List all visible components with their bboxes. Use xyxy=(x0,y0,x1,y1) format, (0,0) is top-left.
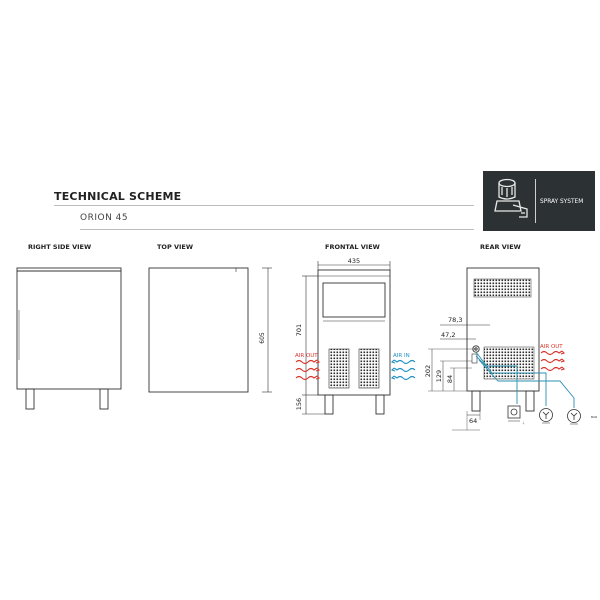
dim-width: 435 xyxy=(348,257,360,265)
ice-machine-spray-icon xyxy=(494,178,528,218)
label-top-view: TOP VIEW xyxy=(157,243,194,251)
connection-symbols xyxy=(507,405,581,425)
label-right-side-view: RIGHT SIDE VIEW xyxy=(28,243,92,251)
dim-rear-78: 78,3 xyxy=(448,316,462,324)
dim-rear-202: 202 xyxy=(424,365,432,377)
rear-top-grille xyxy=(473,278,532,298)
rear-body xyxy=(466,267,540,392)
front-body xyxy=(317,269,391,396)
side-leg-right xyxy=(99,388,109,410)
leader-electric xyxy=(475,355,518,404)
front-leg-right xyxy=(375,394,385,415)
connection-tiny-label: BAR xyxy=(591,415,597,419)
dim-rear-84: 84 xyxy=(446,375,454,383)
label-rear-view: REAR VIEW xyxy=(480,243,521,251)
drain-icon-glyph xyxy=(570,412,578,420)
dim-rear-129: 129 xyxy=(435,370,443,382)
air-out-arrows-front xyxy=(295,359,321,381)
air-out-label-rear: AIR OUT xyxy=(540,344,563,350)
frontal-view xyxy=(302,261,391,415)
dim-body-height: 701 xyxy=(295,324,303,336)
air-out-arrows-rear xyxy=(540,350,566,372)
page-title: TECHNICAL SCHEME xyxy=(54,190,182,203)
model-underline xyxy=(80,229,474,230)
front-leg-left xyxy=(324,394,334,415)
electric-socket-icon xyxy=(507,405,521,419)
model-name: ORION 45 xyxy=(80,213,129,223)
water-inlet-icon-glyph xyxy=(542,411,550,419)
right-side-view xyxy=(16,267,122,410)
top-body xyxy=(148,267,249,393)
rear-view xyxy=(428,267,540,431)
drain-icon xyxy=(567,409,581,423)
badge-label: SPRAY SYSTEM xyxy=(540,197,584,205)
label-frontal-view: FRONTAL VIEW xyxy=(325,243,380,251)
top-view xyxy=(148,267,272,393)
front-grille-left xyxy=(328,348,350,389)
leader-water-inlet xyxy=(475,351,547,406)
air-out-label-front: AIR OUT xyxy=(295,353,318,359)
water-inlet-icon xyxy=(539,408,553,422)
side-body xyxy=(16,267,122,390)
rear-bottom-grille xyxy=(483,346,535,380)
badge-separator xyxy=(535,179,536,223)
air-in-label-front: AIR IN xyxy=(393,353,410,359)
electric-socket-caption: ⏚ xyxy=(522,420,525,425)
connection-leaders xyxy=(475,351,575,408)
rear-leg-right xyxy=(525,390,535,412)
side-leg-left xyxy=(25,388,35,410)
leader-drain xyxy=(478,359,575,408)
dim-rear-47: 47,2 xyxy=(441,331,455,339)
title-underline xyxy=(54,205,474,206)
rear-leg-left xyxy=(471,390,481,412)
air-in-arrows-front xyxy=(390,359,416,381)
dim-leg-height: 156 xyxy=(295,398,303,410)
rear-drain xyxy=(471,353,478,364)
front-grille-right xyxy=(358,348,380,389)
dim-rear-64: 64 xyxy=(469,417,477,425)
front-bin-door xyxy=(322,282,386,318)
dim-depth: 605 xyxy=(259,332,266,344)
spray-system-badge: SPRAY SYSTEM xyxy=(483,171,595,231)
electric-socket-icon-inner xyxy=(510,408,518,416)
